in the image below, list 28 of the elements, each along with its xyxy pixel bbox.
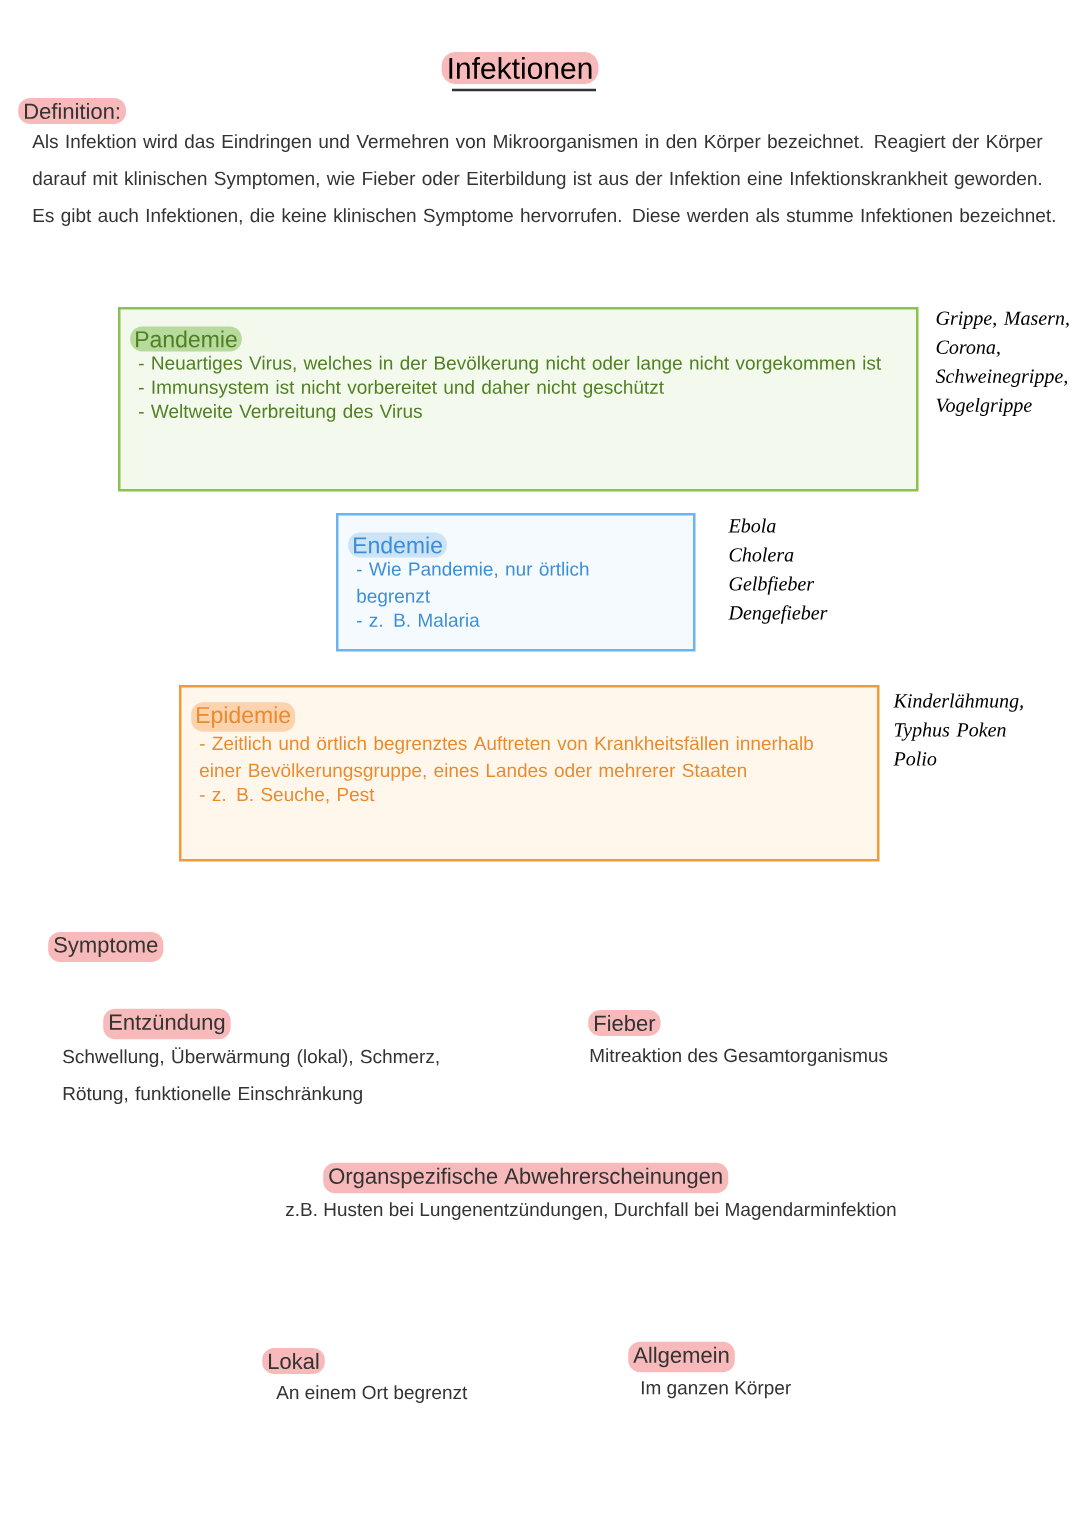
body-text: Mitreaktion des Gesamtorganismus: [590, 1048, 888, 1066]
bullet-text: - Neuartiges Virus, welches in der Bevölkerung nicht oder lange nicht vorgekommen ist: [139, 355, 882, 374]
highlighted-heading: Lokal: [262, 1347, 325, 1375]
definition-box: [336, 513, 696, 652]
bullet-text: - z. B. Malaria: [357, 612, 480, 627]
bullet-text: - Wie Pandemie, nur örtlich begrenzt: [357, 561, 589, 607]
highlighted-heading: Definition:: [18, 97, 127, 125]
highlighted-heading: Organspezifische Abwehrerscheinungen: [323, 1162, 729, 1194]
definition-box: [179, 685, 880, 862]
bullet-text: - Weltweite Verbreitung des Virus: [139, 404, 422, 422]
highlighted-heading: Allgemein: [628, 1341, 735, 1373]
example-list: Kinderlähmung, Typhus Poken Polio: [893, 693, 1023, 766]
example-list: Grippe, Masern, Corona, Schweinegrippe, Vogelgrippe: [935, 311, 1069, 417]
highlighted-heading: Fieber: [588, 1009, 661, 1037]
box-heading: Epidemie: [191, 702, 296, 732]
body-text: Als Infektion wird das Eindringen und Vermehren von Mikroorganismen in den Körper bezeichnet. Reagiert der Körper darauf mit klinischen Symptomen, wie Fieber oder Eiterbildung ist aus der Infektion eine Infektionskrankheit geworden. Es gibt auch Infektionen, die keine klinischen Symptome hervorrufen. Diese werden als stumme Infektionen bezeichnet.: [32, 134, 1055, 226]
definition-box: [118, 307, 919, 492]
highlighted-heading: Symptome: [48, 932, 164, 962]
bullet-text: - Zeitlich und örtlich begrenztes Auftreten von Krankheitsfällen innerhalb einer Bevölkerungsgruppe, eines Landes oder mehrerer Staaten: [200, 736, 813, 781]
title: Infektionen: [441, 52, 599, 84]
highlighted-heading: Entzündung: [103, 1008, 231, 1040]
body-text: Schwellung, Überwärmung (lokal), Schmerz, Rötung, funktionelle Einschränkung: [63, 1047, 439, 1105]
body-text: An einem Ort begrenzt: [276, 1385, 468, 1403]
bullet-text: - z. B. Seuche, Pest: [200, 787, 375, 804]
example-list: Ebola Cholera Gelbfieber Dengefieber: [728, 518, 828, 624]
body-text: z.B. Husten bei Lungenentzündungen, Durchfall bei Magendarminfektion: [285, 1202, 896, 1220]
body-text: Im ganzen Körper: [641, 1381, 791, 1399]
bullet-text: - Immunsystem ist nicht vorbereitet und daher nicht geschützt: [139, 379, 664, 398]
